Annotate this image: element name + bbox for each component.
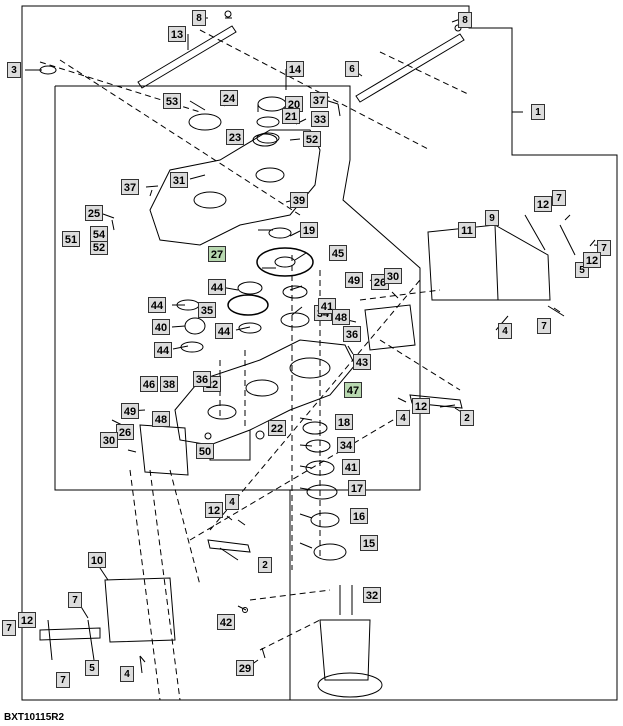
callout-22: 22 [268, 420, 286, 436]
callout-14: 14 [286, 61, 304, 77]
callout-49: 49 [345, 272, 363, 288]
callout-15: 15 [360, 535, 378, 551]
callout-34: 34 [337, 437, 355, 453]
callout-17: 17 [348, 480, 366, 496]
callout-52: 52 [90, 239, 108, 255]
callout-5: 5 [85, 660, 99, 676]
callout-24: 24 [220, 90, 238, 106]
callout-35: 35 [198, 302, 216, 318]
callout-39: 39 [290, 192, 308, 208]
callout-13: 13 [168, 26, 186, 42]
callout-12: 12 [534, 196, 552, 212]
callout-7: 7 [2, 620, 16, 636]
callout-43: 43 [353, 354, 371, 370]
callout-8: 8 [458, 12, 472, 28]
callout-7: 7 [552, 190, 566, 206]
callout-54: 54 [90, 226, 108, 242]
callout-12: 12 [18, 612, 36, 628]
callout-8: 8 [192, 10, 206, 26]
callout-32: 32 [363, 587, 381, 603]
callout-31: 31 [170, 172, 188, 188]
callout-30: 30 [384, 268, 402, 284]
callout-36: 36 [343, 326, 361, 342]
callout-52: 52 [303, 131, 321, 147]
callout-7: 7 [56, 672, 70, 688]
callout-48: 48 [152, 411, 170, 427]
callout-16: 16 [350, 508, 368, 524]
callout-4: 4 [498, 323, 512, 339]
callout-4: 4 [225, 494, 239, 510]
callout-47: 47 [344, 382, 362, 398]
callout-45: 45 [329, 245, 347, 261]
callout-37: 37 [121, 179, 139, 195]
callout-7: 7 [68, 592, 82, 608]
callout-6: 6 [345, 61, 359, 77]
callout-36: 36 [193, 371, 211, 387]
callout-25: 25 [85, 205, 103, 221]
diagram-caption: BXT10115R2 [4, 712, 65, 723]
callout-38: 38 [160, 376, 178, 392]
callout-46: 46 [140, 376, 158, 392]
callout-44: 44 [154, 342, 172, 358]
callout-10: 10 [88, 552, 106, 568]
callout-42: 42 [217, 614, 235, 630]
callout-23: 23 [226, 129, 244, 145]
callout-44: 44 [208, 279, 226, 295]
callout-2: 2 [258, 557, 272, 573]
callout-53: 53 [163, 93, 181, 109]
callout-33: 33 [311, 111, 329, 127]
callout-48: 48 [332, 309, 350, 325]
callout-50: 50 [196, 443, 214, 459]
callout-11: 11 [458, 222, 476, 238]
callout-2: 2 [460, 410, 474, 426]
callout-30: 30 [100, 432, 118, 448]
callout-4: 4 [120, 666, 134, 682]
callout-19: 19 [300, 222, 318, 238]
callout-41: 41 [318, 298, 336, 314]
callout-1: 1 [531, 104, 545, 120]
callout-27: 27 [208, 246, 226, 262]
callout-29: 29 [236, 660, 254, 676]
callout-44: 44 [215, 323, 233, 339]
callout-49: 49 [121, 403, 139, 419]
callout-7: 7 [537, 318, 551, 334]
callout-44: 44 [148, 297, 166, 313]
callout-18: 18 [335, 414, 353, 430]
callout-4: 4 [396, 410, 410, 426]
callout-37: 37 [310, 92, 328, 108]
callout-40: 40 [152, 319, 170, 335]
callout-21: 21 [282, 108, 300, 124]
callout-12: 12 [205, 502, 223, 518]
callout-12: 12 [412, 398, 430, 414]
callout-9: 9 [485, 210, 499, 226]
callout-12: 12 [583, 252, 601, 268]
callout-26: 26 [116, 424, 134, 440]
callout-51: 51 [62, 231, 80, 247]
callout-3: 3 [7, 62, 21, 78]
callout-41: 41 [342, 459, 360, 475]
